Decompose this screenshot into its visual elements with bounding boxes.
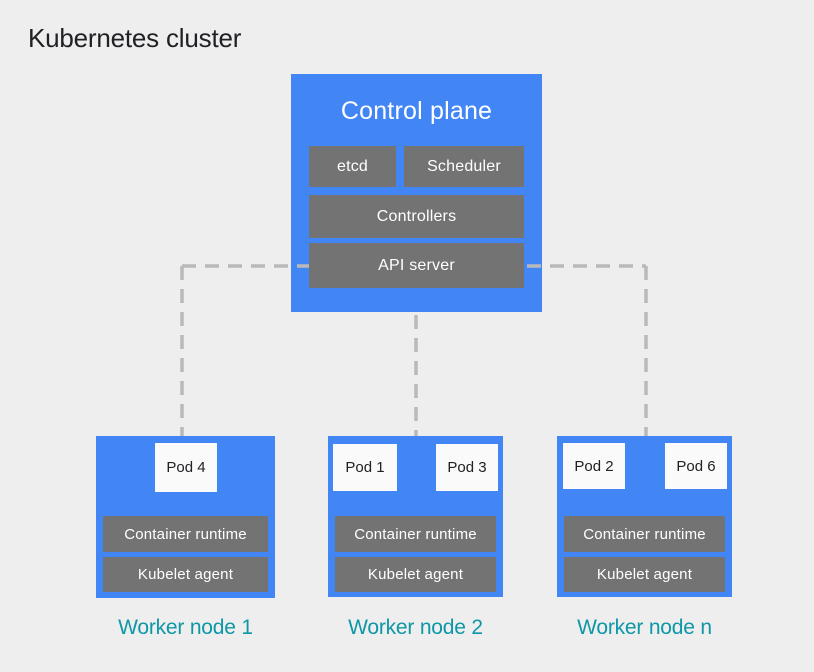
pod-box: Pod 1 [333,444,397,491]
pod-box: Pod 3 [436,444,498,491]
kubelet-agent-box: Kubelet agent [564,557,725,592]
controllers-box: Controllers [309,195,524,238]
container-runtime-box: Container runtime [335,516,496,552]
kubelet-agent-box: Kubelet agent [335,557,496,592]
api-server-box: API server [309,243,524,288]
pod-box: Pod 4 [155,443,217,492]
worker-node-1-label: Worker node 1 [118,616,253,639]
control-plane-title: Control plane [340,97,493,125]
kubelet-agent-box: Kubelet agent [103,557,268,592]
worker-node-1-box: Pod 4 Container runtime Kubelet agent [96,436,275,598]
worker-node-n-label: Worker node n [577,616,712,639]
worker-node-2-label: Worker node 2 [348,616,483,639]
container-runtime-box: Container runtime [564,516,725,552]
diagram-title: Kubernetes cluster [28,23,242,53]
etcd-box: etcd [309,146,396,187]
scheduler-box: Scheduler [404,146,524,187]
pod-box: Pod 6 [665,443,727,489]
control-plane-box: Control plane etcd Scheduler Controllers… [291,74,542,312]
worker-node-2-box: Pod 1 Pod 3 Container runtime Kubelet ag… [328,436,503,597]
container-runtime-box: Container runtime [103,516,268,552]
worker-node-n-box: Pod 2 Pod 6 Container runtime Kubelet ag… [557,436,732,597]
pod-box: Pod 2 [563,443,625,489]
